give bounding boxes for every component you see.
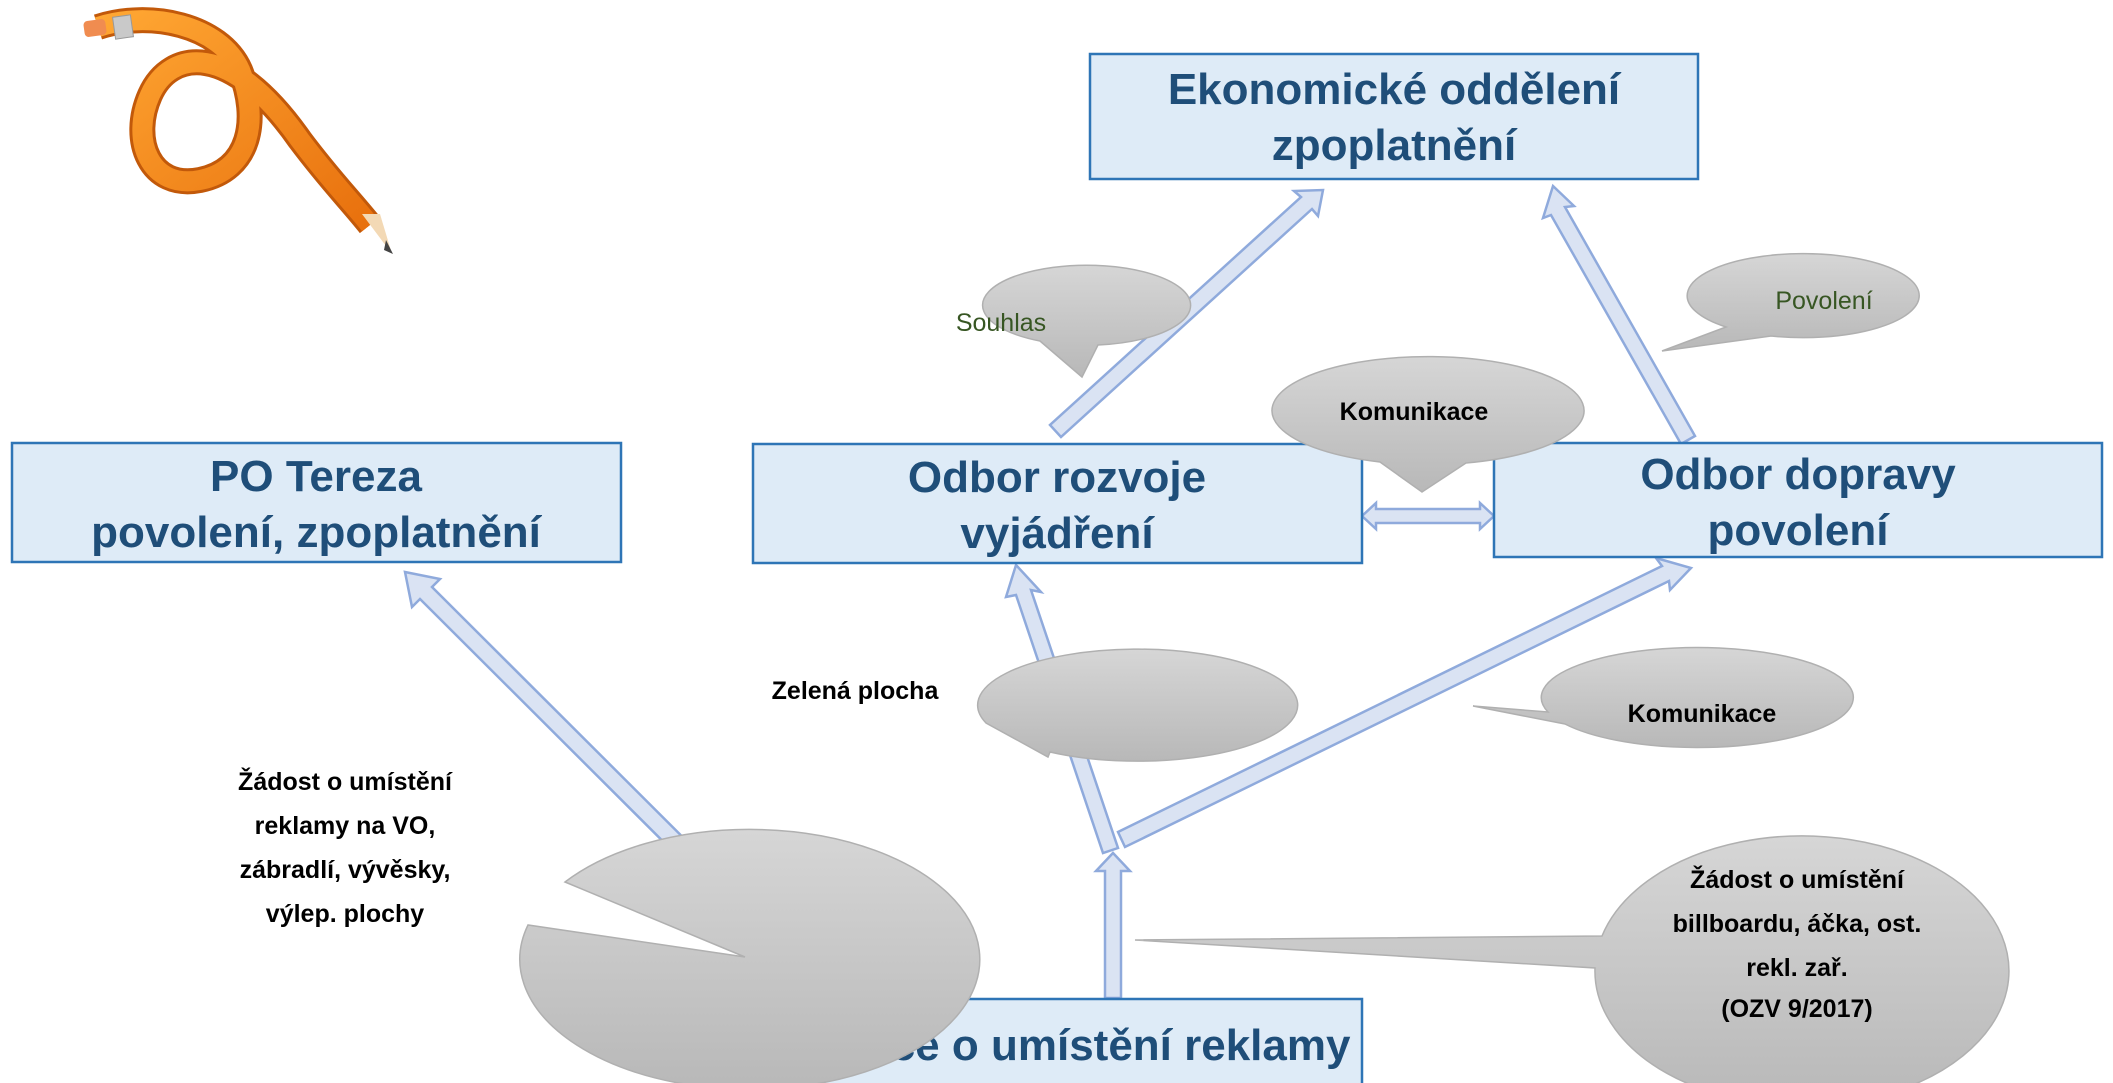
box-ekonomicke-oddeleni: Ekonomické oddělení zpoplatnění — [1088, 52, 1700, 181]
bubble-zelena-plocha: Zelená plocha — [772, 648, 1299, 762]
bubble-zadost-vo-line3: zábradlí, vývěsky, — [240, 856, 451, 884]
arrow-to-odbor-dopravy — [1116, 555, 1694, 849]
arrow-zajemce-up — [1093, 851, 1133, 1000]
arrow-rozvoje-dopravy-bidirectional — [1360, 500, 1496, 532]
bubble-povoleni-text: Povolení — [1775, 287, 1872, 315]
bubble-komunikace-top: Komunikace — [1271, 355, 1585, 493]
bubble-zadost-billboard-line4: (OZV 9/2017) — [1721, 995, 1872, 1023]
bubble-povoleni: Povolení — [1661, 252, 1920, 352]
bubble-zadost-billboard: Žádost o umístění billboardu, áčka, ost.… — [1134, 835, 2010, 1083]
bubble-komunikace-right: Komunikace — [1472, 646, 1855, 749]
bent-pencil-icon — [83, 7, 393, 254]
box-odbor-dopravy-line2: povolení — [1708, 506, 1891, 555]
bubble-zadost-billboard-line1: Žádost o umístění — [1690, 864, 1905, 894]
bubble-souhlas-text: Souhlas — [956, 309, 1046, 337]
box-odbor-rozvoje-line1: Odbor rozvoje — [908, 453, 1206, 502]
box-po-tereza-line2: povolení, zpoplatnění — [91, 508, 543, 557]
box-ekonomicke-line2: zpoplatnění — [1272, 121, 1518, 170]
bubble-zadost-vo-line2: reklamy na VO, — [255, 812, 436, 840]
bubble-zelena-plocha-text: Zelená plocha — [772, 677, 940, 705]
box-po-tereza: PO Tereza povolení, zpoplatnění — [10, 441, 623, 564]
box-odbor-dopravy: Odbor dopravy povolení — [1492, 441, 2104, 559]
bubble-komunikace-top-text: Komunikace — [1340, 398, 1489, 426]
box-po-tereza-line1: PO Tereza — [210, 452, 422, 501]
bubble-zadost-billboard-line2: billboardu, áčka, ost. — [1673, 910, 1922, 938]
arrow-dopravy-to-ekonomicke — [1541, 183, 1697, 446]
bubble-zadost-vo-line1: Žádost o umístění — [238, 766, 453, 796]
bubble-zadost-billboard-line3: rekl. zař. — [1746, 954, 1847, 982]
bubble-souhlas: Souhlas — [956, 264, 1192, 379]
bubble-zadost-vo-line4: výlep. plochy — [266, 900, 424, 928]
bubble-komunikace-right-text: Komunikace — [1628, 700, 1777, 728]
box-odbor-rozvoje-line2: vyjádření — [960, 509, 1155, 558]
box-ekonomicke-line1: Ekonomické oddělení — [1168, 65, 1622, 114]
box-odbor-rozvoje: Odbor rozvoje vyjádření — [751, 442, 1364, 565]
bubble-zadost-vo: Žádost o umístění reklamy na VO, zábradl… — [238, 766, 981, 1083]
box-odbor-dopravy-line1: Odbor dopravy — [1640, 450, 1956, 499]
